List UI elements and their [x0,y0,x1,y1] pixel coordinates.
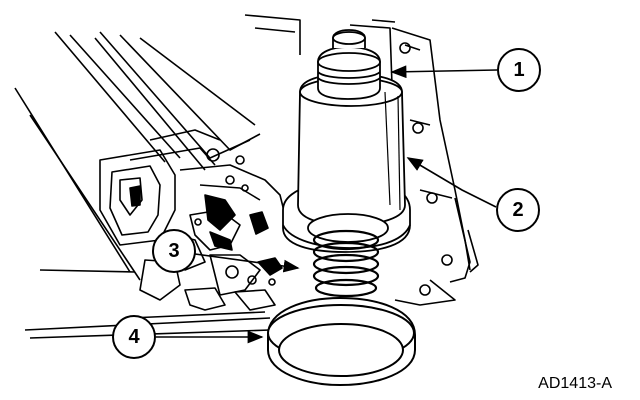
figure-code: AD1413-A [538,375,612,392]
callout-1: 1 [390,48,541,92]
top-seal [317,29,381,100]
bottom-seal-ring [267,296,416,387]
callout-2-number: 2 [512,199,523,221]
callout-4: 4 [112,315,264,359]
callout-1-number: 1 [513,59,524,81]
callout-3-number: 3 [168,240,179,262]
callout-4-number: 4 [128,326,140,348]
callout-3: 3 [152,229,300,273]
return-spring [312,229,380,298]
transmission-case [14,14,479,339]
callout-2: 2 [406,157,540,232]
servo-piston [282,73,411,253]
